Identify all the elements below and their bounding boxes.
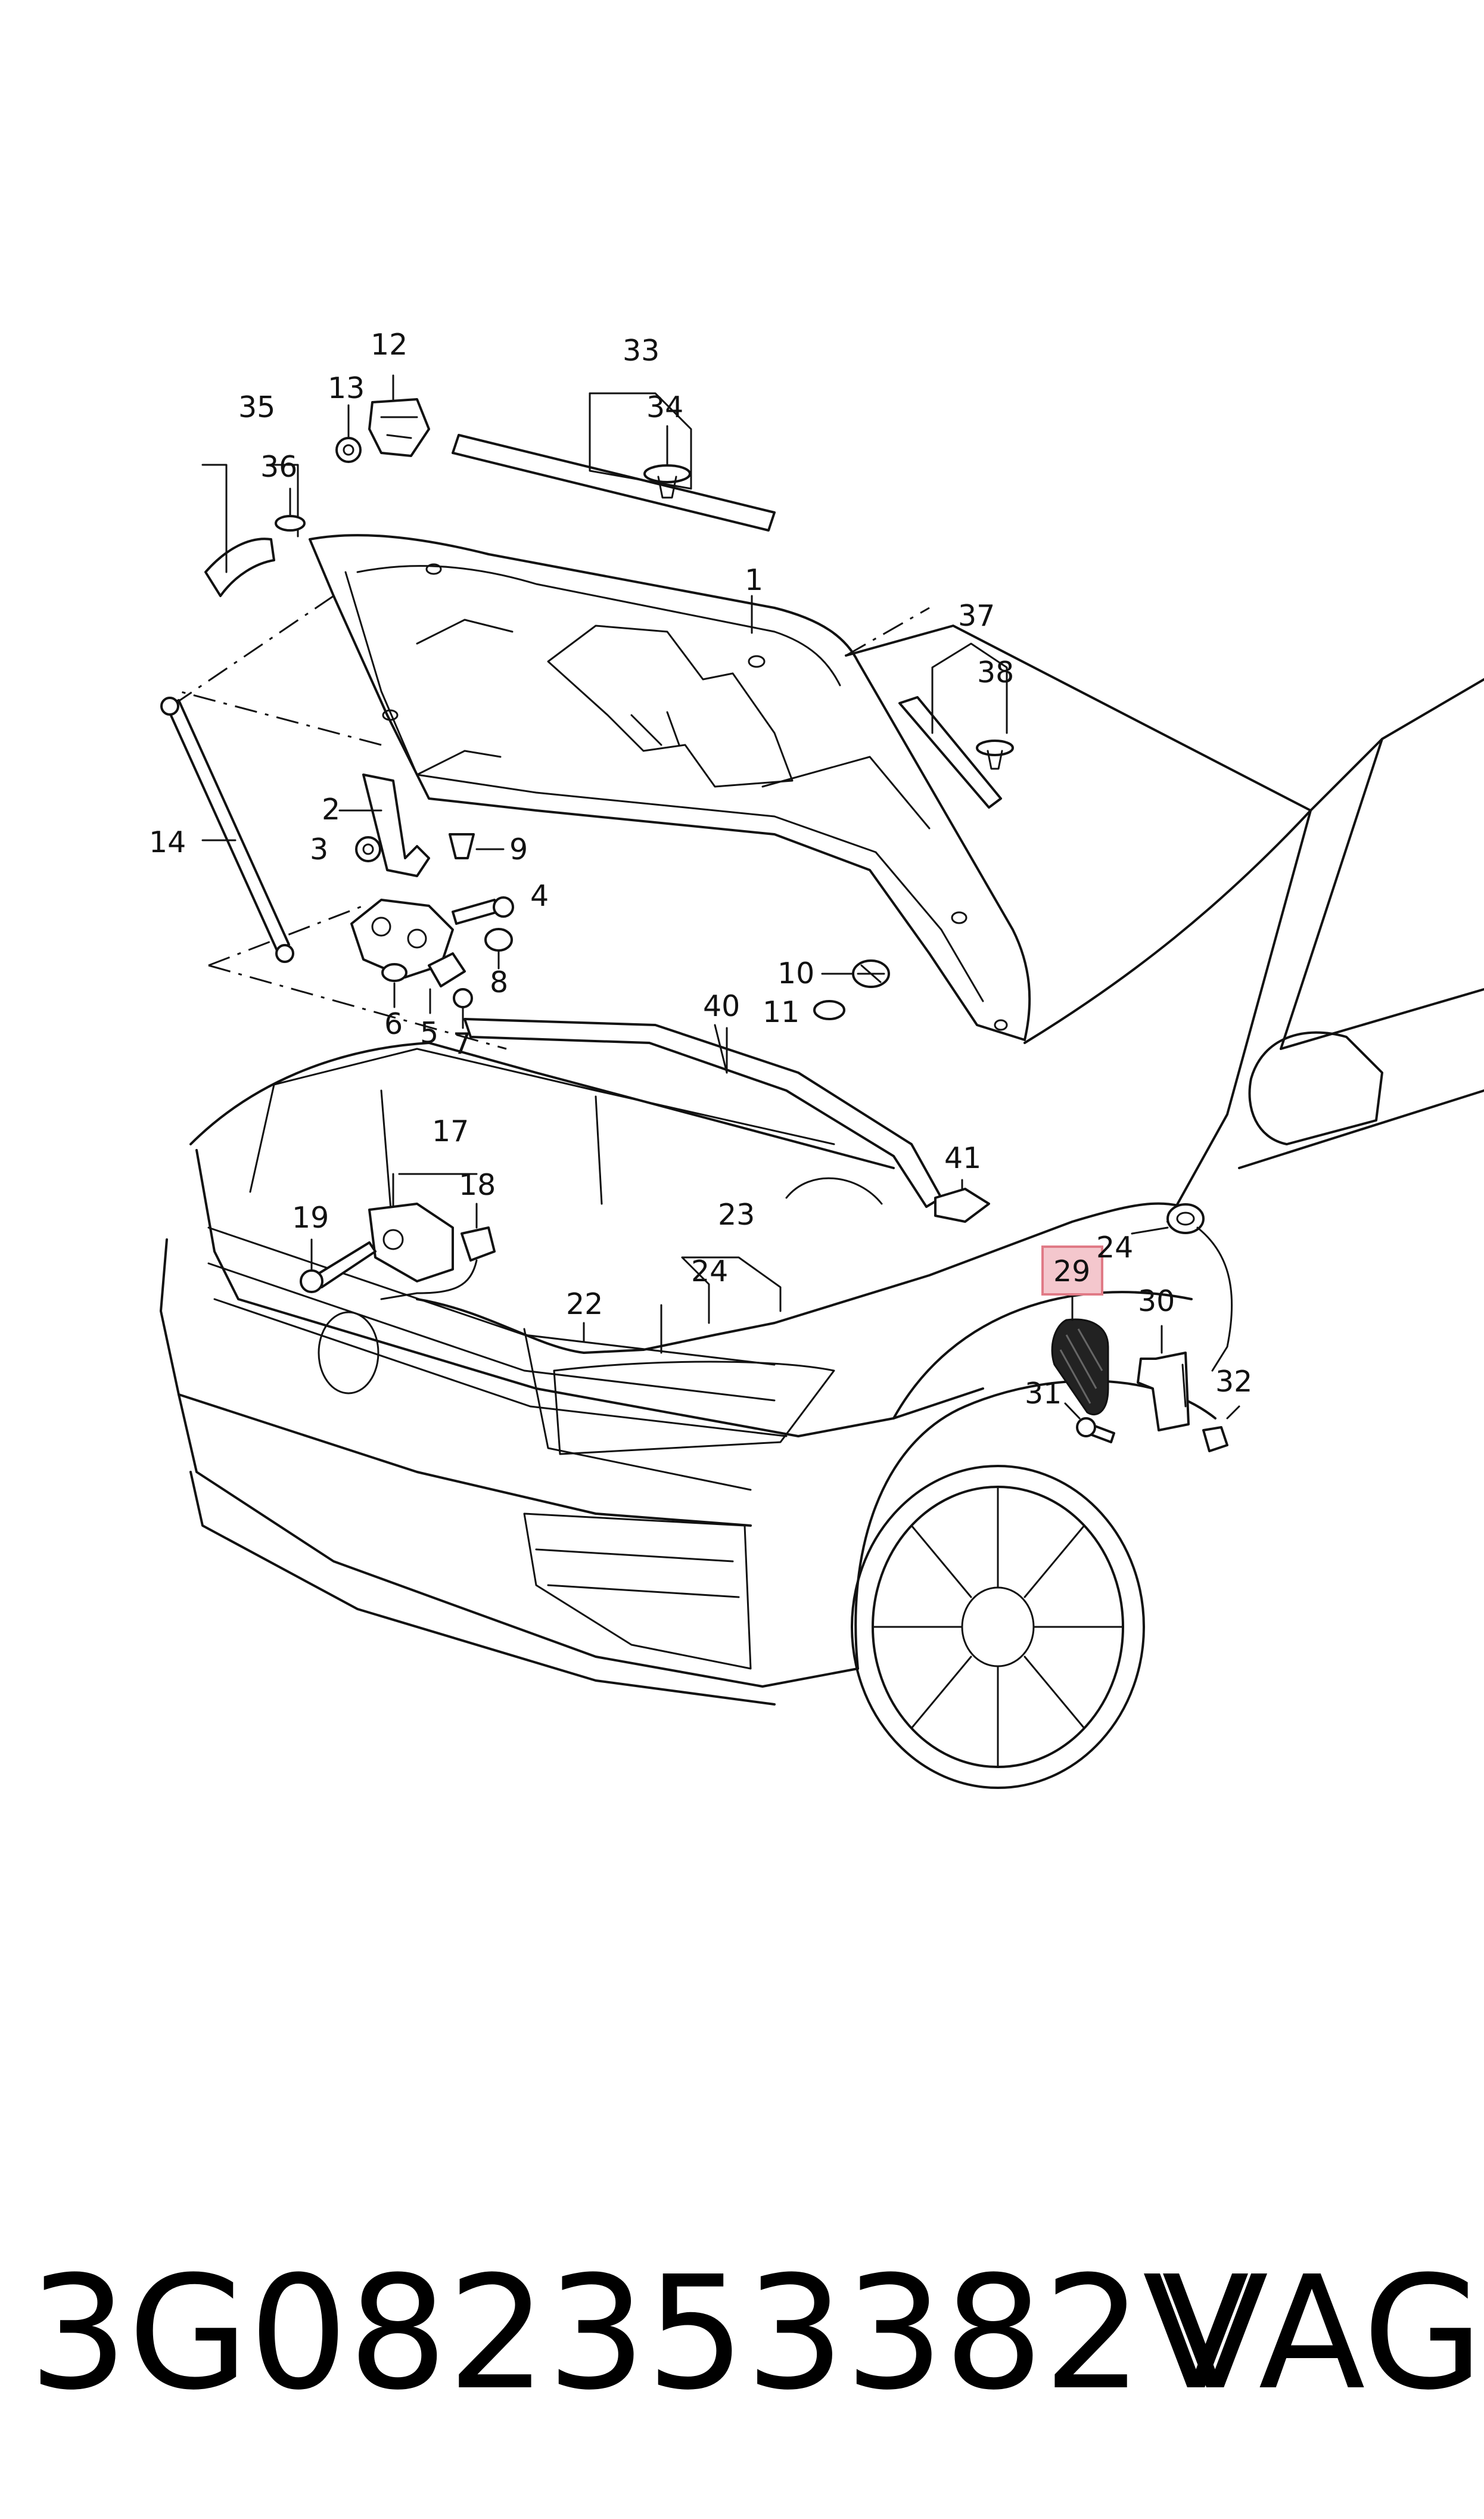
callout-18: 18	[459, 1168, 496, 1202]
bracket	[338, 774, 430, 877]
clip	[976, 740, 1014, 770]
callout-41: 41	[944, 1141, 981, 1175]
release-handle	[1051, 1295, 1109, 1416]
callout-2: 2	[322, 793, 340, 827]
grommet	[813, 1000, 845, 1020]
buffer	[484, 928, 513, 970]
clip	[643, 425, 691, 499]
screw	[453, 988, 473, 1029]
wiring-connector	[380, 1203, 496, 1300]
switch	[428, 952, 466, 1014]
callout-29: 29	[1053, 1254, 1090, 1288]
callout-24-right: 24	[1096, 1231, 1133, 1265]
callout-23: 23	[718, 1198, 755, 1232]
holder	[934, 1179, 990, 1223]
hood-lock-striker	[368, 374, 430, 457]
callout-34: 34	[646, 390, 683, 424]
clip	[449, 833, 505, 859]
washer	[381, 963, 407, 1008]
callout-19: 19	[292, 1201, 329, 1235]
callout-17: 17	[432, 1114, 469, 1148]
nut	[355, 836, 381, 862]
callout-30: 30	[1138, 1284, 1175, 1318]
callout-36: 36	[260, 450, 297, 484]
screw	[1064, 1402, 1115, 1443]
brand-name: VAG	[1162, 2242, 1484, 2424]
callout-5: 5	[420, 1016, 438, 1050]
hood-lock-lower	[368, 1173, 478, 1282]
seal-strip	[898, 642, 1008, 809]
hood-lock	[350, 899, 454, 979]
callout-24-left: 24	[691, 1254, 728, 1288]
bolt	[300, 1238, 377, 1293]
highlight-box	[1041, 1245, 1103, 1296]
callout-4: 4	[530, 879, 549, 913]
callout-8: 8	[490, 965, 508, 999]
grommet	[1131, 1203, 1233, 1372]
callout-9: 9	[509, 833, 528, 866]
clip	[275, 487, 306, 532]
callout-10: 10	[777, 956, 814, 990]
rubber-buffer	[821, 959, 890, 988]
callout-1: 1	[745, 563, 763, 597]
callout-3: 3	[310, 833, 328, 866]
callout-12: 12	[371, 328, 407, 362]
reference-lines	[166, 595, 930, 1050]
callout-35: 35	[238, 390, 275, 424]
callout-14: 14	[149, 825, 186, 859]
gas-strut	[160, 697, 294, 963]
hood-seal-strip	[452, 392, 776, 532]
part-number: 3G082353382V	[29, 2242, 1250, 2424]
seal	[463, 1018, 942, 1208]
callout-labels: 1 2 3 4 5 6 7 8 9 10 11 12 13 14 17 18 1…	[149, 328, 1252, 1411]
callout-37: 37	[958, 599, 995, 633]
handle-bracket	[1137, 1325, 1190, 1431]
nut	[335, 404, 362, 463]
callout-33: 33	[623, 334, 659, 368]
callout-22: 22	[566, 1287, 603, 1321]
bracket	[201, 464, 299, 597]
bolt	[452, 896, 514, 925]
callout-31: 31	[1025, 1377, 1062, 1411]
callout-7: 7	[453, 1027, 471, 1061]
callout-6: 6	[384, 1007, 403, 1041]
callout-32: 32	[1215, 1365, 1252, 1399]
callout-38: 38	[977, 656, 1014, 689]
callout-13: 13	[328, 371, 365, 405]
car-body-outline	[160, 625, 1484, 1789]
callout-11: 11	[763, 995, 799, 1029]
callout-40: 40	[703, 989, 740, 1023]
hood-panel	[309, 534, 1031, 1041]
nut	[1202, 1405, 1240, 1452]
